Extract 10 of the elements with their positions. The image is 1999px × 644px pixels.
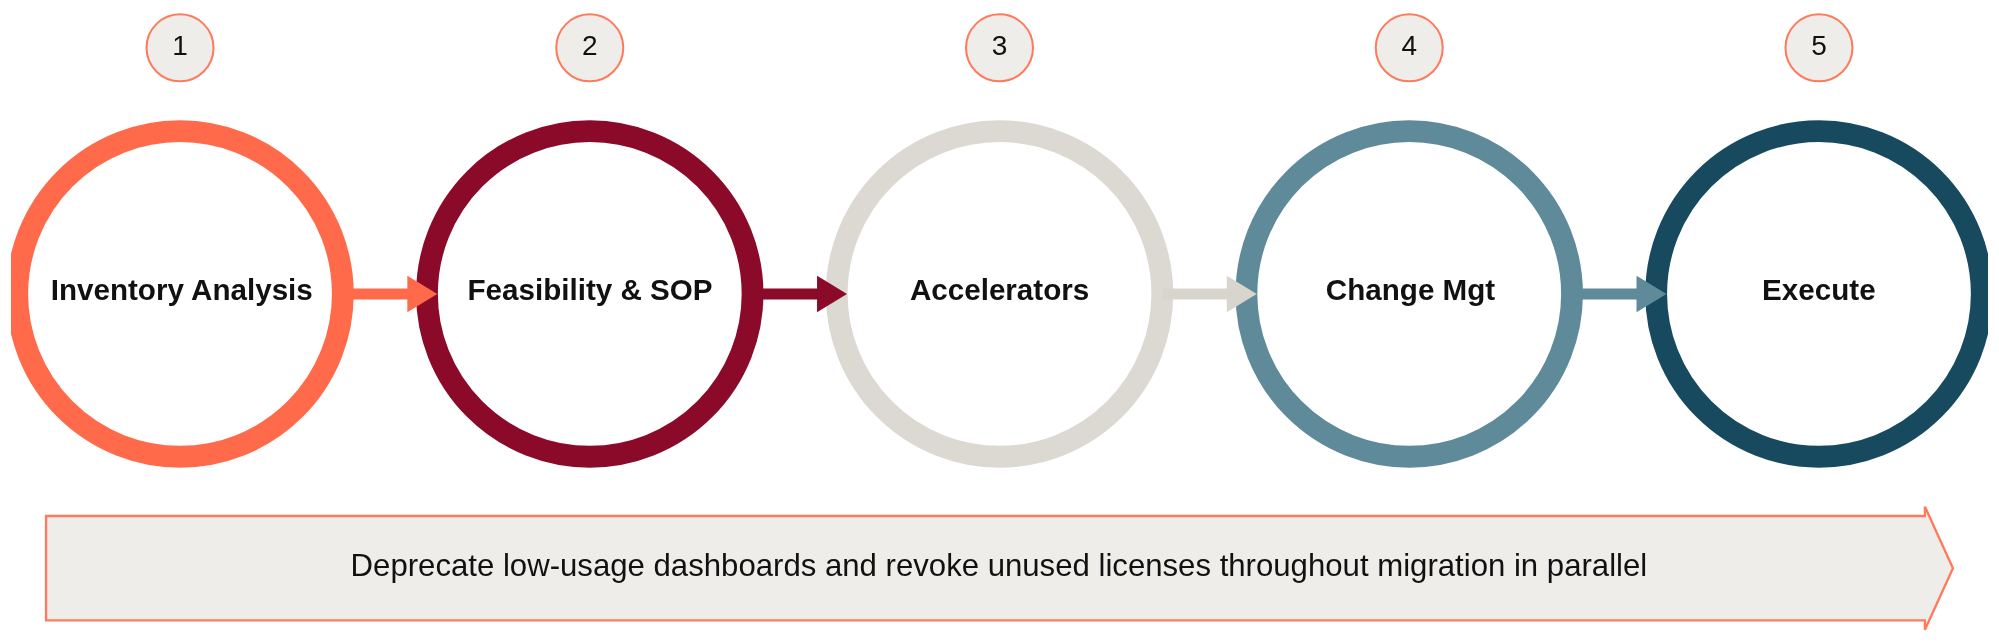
node-circle: Change Mgt	[1235, 120, 1583, 468]
node-circle: 5	[1784, 13, 1854, 83]
node-circle: 1	[145, 13, 215, 83]
node-circle: 4	[1374, 13, 1444, 83]
node-circle: 2	[555, 13, 625, 83]
node-circle: Feasibility & SOP	[416, 120, 764, 468]
node-circle: 3	[965, 13, 1034, 83]
node-circle: Inventory Analysis	[11, 120, 354, 468]
node-circle: Execute	[1645, 120, 1988, 468]
node-circle: Accelerators	[825, 120, 1174, 468]
